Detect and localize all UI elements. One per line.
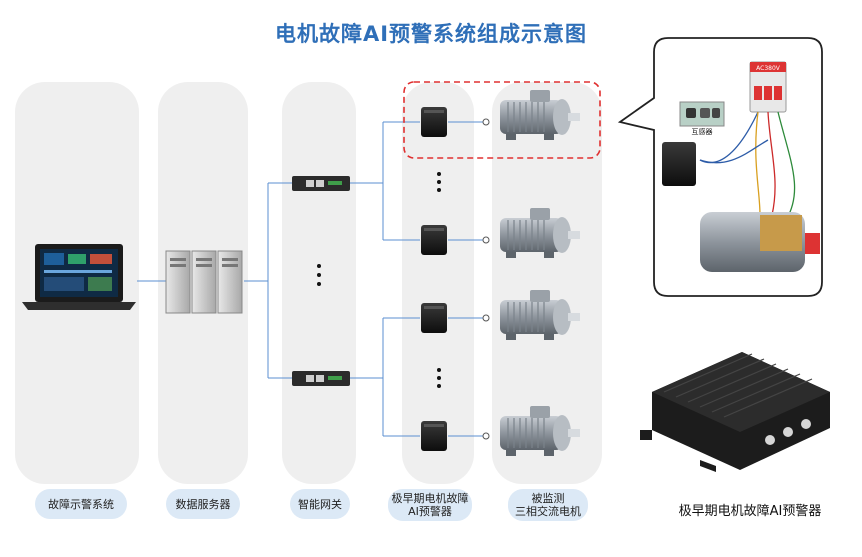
ai-warner-product-image [640,352,830,472]
ai-warner-icon [662,142,696,186]
server-icon [165,250,243,314]
gateway-icon [292,371,350,386]
ai-warner-icon [421,303,447,333]
ai-warner-icon [421,225,447,255]
wiring [699,111,796,221]
motor-icon [499,89,581,141]
sensor-icon [679,101,725,127]
motor-icon [499,289,581,341]
motor-icon [499,207,581,259]
ai-warner-icon [421,107,447,137]
label-gateway: 智能网关 [290,489,350,519]
connector-lines [137,121,484,437]
label-data-server: 数据服务器 [166,489,240,519]
gateway-icon [292,176,350,191]
breaker-icon [749,61,787,113]
label-alert-system: 故障示警系统 [35,489,127,519]
connector-terminals [482,118,490,440]
product-caption: 极早期电机故障AI预警器 [678,504,822,519]
diagram-title: 电机故障AI预警系统组成示意图 [274,22,588,46]
highlight-box [403,81,601,159]
breaker-label: AC380V [756,65,781,72]
column-ai-warner [402,82,474,484]
label-ai-warner: 极早期电机故障 AI预警器 [388,489,472,521]
ellipsis-warner-top [437,172,441,192]
ellipsis-gateway [317,264,321,286]
sensor-label: 互感器 [692,127,713,136]
motor-icon [499,405,581,457]
motor-icon [700,212,820,272]
ellipsis-warner-bottom [437,368,441,388]
label-motors: 被监测 三相交流电机 [508,489,588,521]
ai-warner-icon [421,421,447,451]
laptop-icon [22,244,136,310]
